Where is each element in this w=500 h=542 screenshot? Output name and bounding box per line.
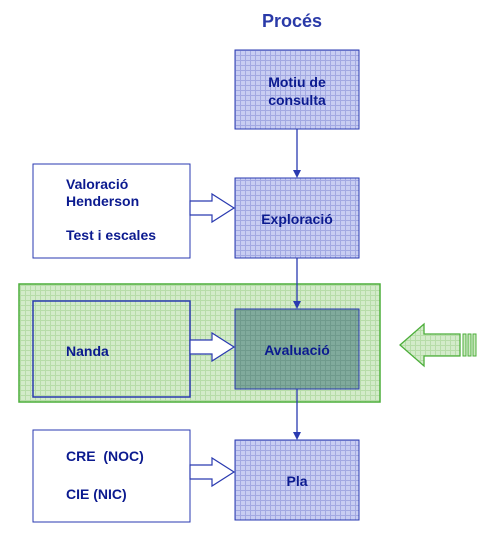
hollow-arrow-nanda: [189, 331, 236, 363]
avaluacio-box: [234, 308, 360, 390]
cie-label: CIE (NIC): [66, 486, 127, 502]
pla-box: [234, 439, 360, 521]
pla-label: Pla: [286, 473, 308, 489]
avaluacio-label: Avaluació: [264, 342, 330, 358]
valoracio-label-line1: Valoració: [66, 176, 129, 192]
green-pointer-arrow: [399, 322, 477, 368]
cre-cie-box: [32, 429, 191, 523]
exploracio-label: Exploració: [261, 211, 333, 227]
hollow-arrow-valoracio: [189, 192, 236, 224]
motiu-label-line1: Motiu de: [268, 74, 326, 90]
exploracio-box: [234, 177, 360, 259]
valoracio-label-line2: Henderson: [66, 193, 140, 209]
motiu-box: [234, 49, 360, 130]
cre-label: CRE (NOC): [66, 448, 144, 464]
valoracio-box: [32, 163, 191, 259]
nanda-label: Nanda: [66, 343, 109, 359]
motiu-label-line2: consulta: [268, 92, 326, 108]
diagram-title: Procés: [262, 11, 323, 31]
test-label: Test i escales: [66, 227, 157, 243]
hollow-arrow-cre: [189, 456, 236, 488]
